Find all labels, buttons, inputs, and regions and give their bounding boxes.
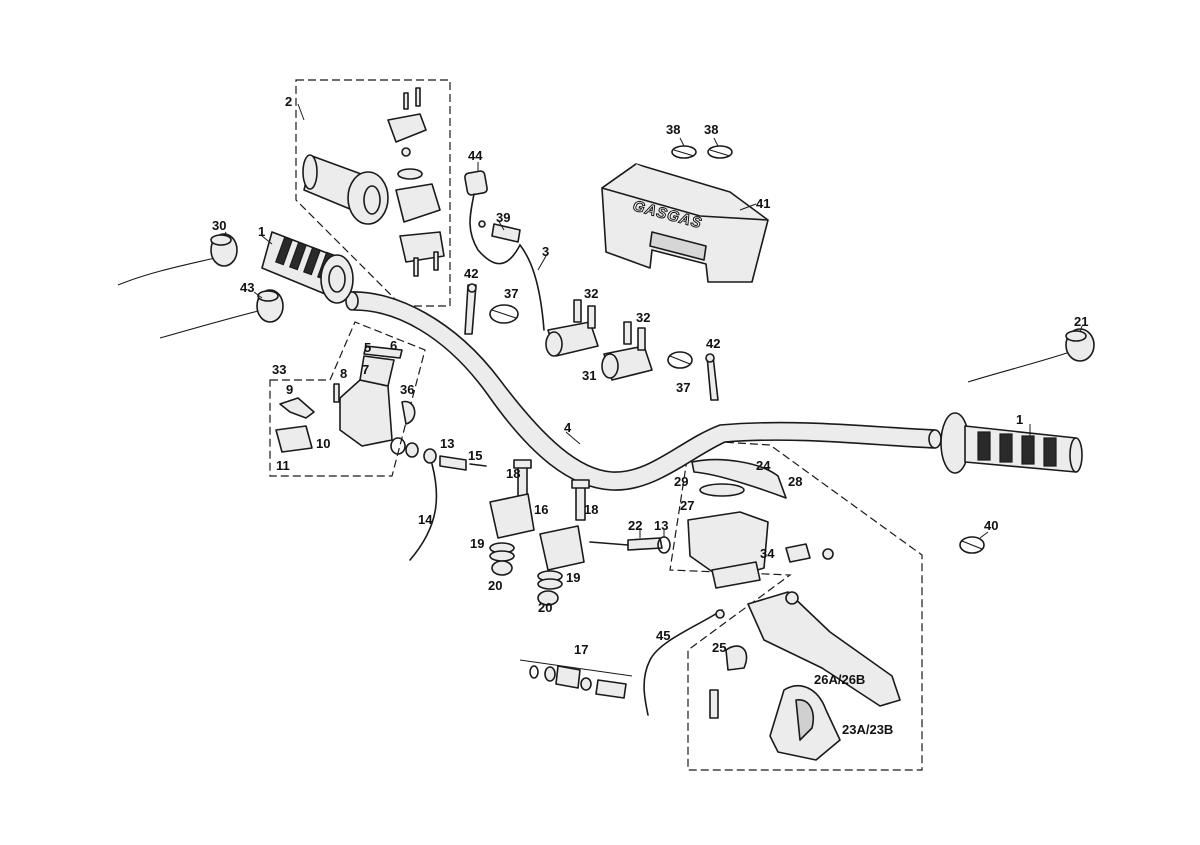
callout-4: 4 bbox=[564, 420, 572, 435]
callout-14: 14 bbox=[418, 512, 433, 527]
cable-clamp-38-left bbox=[671, 145, 697, 159]
callout-42-a: 42 bbox=[464, 266, 478, 281]
callout-20-a: 20 bbox=[488, 578, 502, 593]
callout-15: 15 bbox=[468, 448, 482, 463]
cable-clamp-37-left bbox=[489, 304, 519, 324]
cable-tie-42-left bbox=[464, 283, 477, 335]
callout-33: 33 bbox=[272, 362, 286, 377]
leader-lines bbox=[223, 103, 1083, 539]
adjuster-kit bbox=[519, 659, 633, 699]
callout-19-b: 19 bbox=[566, 570, 580, 585]
callout-1-left: 1 bbox=[258, 224, 265, 239]
callout-30: 30 bbox=[212, 218, 226, 233]
switch-21 bbox=[967, 328, 1095, 383]
callout-10: 10 bbox=[316, 436, 330, 451]
callout-2: 2 bbox=[285, 94, 292, 109]
clutch-assembly bbox=[589, 458, 901, 761]
callout-1-right: 1 bbox=[1016, 412, 1023, 427]
cable-clamp-40 bbox=[959, 536, 985, 554]
callout-41: 41 bbox=[756, 196, 770, 211]
callout-45: 45 bbox=[656, 628, 670, 643]
callout-32-a: 32 bbox=[584, 286, 598, 301]
callout-13-a: 13 bbox=[440, 436, 454, 451]
callout-42-b: 42 bbox=[706, 336, 720, 351]
callout-19-a: 19 bbox=[470, 536, 484, 551]
callout-16: 16 bbox=[534, 502, 548, 517]
callout-27: 27 bbox=[680, 498, 694, 513]
cable-clamp-38-right bbox=[707, 145, 733, 159]
callout-17: 17 bbox=[574, 642, 588, 657]
callout-5: 5 bbox=[364, 340, 371, 355]
handlebar-tube-end-right bbox=[928, 429, 942, 449]
brake-master-group-outline bbox=[269, 321, 426, 477]
callout-labels: 1 1 2 3 4 5 6 7 8 9 10 11 13 13 14 15 16… bbox=[212, 94, 1088, 737]
callout-23: 23A/23B bbox=[842, 722, 893, 737]
callout-8: 8 bbox=[340, 366, 347, 381]
callout-38-b: 38 bbox=[704, 122, 718, 137]
grip-right bbox=[940, 412, 1083, 474]
grip-left bbox=[261, 231, 354, 304]
callout-31: 31 bbox=[582, 368, 596, 383]
callout-40: 40 bbox=[984, 518, 998, 533]
callout-38-a: 38 bbox=[666, 122, 680, 137]
callout-37-b: 37 bbox=[676, 380, 690, 395]
handlebar-lower-clamp-right bbox=[537, 479, 590, 606]
brake-master-cylinder bbox=[275, 345, 419, 458]
callout-39: 39 bbox=[496, 210, 510, 225]
callout-32-b: 32 bbox=[636, 310, 650, 325]
callout-13-b: 13 bbox=[654, 518, 668, 533]
callout-37-a: 37 bbox=[504, 286, 518, 301]
handlebar-tube-end-left bbox=[345, 291, 359, 311]
callout-26: 26A/26B bbox=[814, 672, 865, 687]
callout-25: 25 bbox=[712, 640, 726, 655]
callout-7: 7 bbox=[362, 362, 369, 377]
handlebar-upper-clamp-right bbox=[601, 321, 653, 381]
callout-24: 24 bbox=[756, 458, 771, 473]
callout-44: 44 bbox=[468, 148, 483, 163]
handlebar-lower-clamp-left bbox=[489, 459, 535, 576]
kill-switch-cable bbox=[464, 170, 545, 331]
callout-34: 34 bbox=[760, 546, 775, 561]
callout-21: 21 bbox=[1074, 314, 1088, 329]
cable-clamp-37-right bbox=[667, 351, 693, 369]
callout-36: 36 bbox=[400, 382, 414, 397]
cable-tie-42-right bbox=[705, 353, 719, 401]
switch-30 bbox=[117, 233, 238, 286]
switch-43 bbox=[159, 289, 284, 339]
callout-3: 3 bbox=[542, 244, 549, 259]
callout-20-b: 20 bbox=[538, 600, 552, 615]
clutch-cable bbox=[643, 609, 725, 716]
callout-22: 22 bbox=[628, 518, 642, 533]
callout-6: 6 bbox=[390, 338, 397, 353]
callout-11: 11 bbox=[276, 458, 290, 473]
handlebar-upper-clamp-left bbox=[545, 299, 599, 357]
handlebar-pad: GASGAS bbox=[601, 163, 769, 283]
callout-28: 28 bbox=[788, 474, 802, 489]
callout-18-b: 18 bbox=[584, 502, 598, 517]
brake-hose bbox=[409, 448, 487, 561]
throttle-group-outline bbox=[295, 79, 451, 307]
callout-29: 29 bbox=[674, 474, 688, 489]
throttle-assembly bbox=[302, 87, 445, 277]
callout-9: 9 bbox=[286, 382, 293, 397]
callout-18-a: 18 bbox=[506, 466, 520, 481]
callout-43: 43 bbox=[240, 280, 254, 295]
